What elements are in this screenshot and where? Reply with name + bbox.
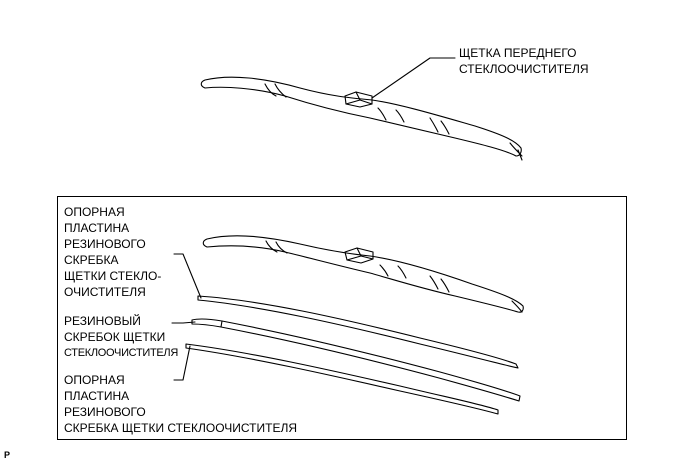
rubber-scraper-drawing bbox=[191, 318, 521, 402]
backing-plate-bottom-label: ОПОРНАЯ ПЛАСТИНА РЕЗИНОВОГО СКРЕБКА ЩЕТК… bbox=[64, 373, 297, 435]
rubber-leader-line bbox=[171, 321, 196, 324]
front-blade-label: ЩЕТКА ПЕРЕДНЕГО СТЕКЛООЧИСТИТЕЛЯ bbox=[459, 46, 589, 76]
rubber-scraper-label: РЕЗИНОВЫЙ СКРЕБОК ЩЕТКИ СТЕКЛООЧИСТИТЕЛЯ bbox=[64, 314, 178, 359]
backing-plate-bottom-leader-line bbox=[173, 345, 191, 381]
backing-plate-bottom-drawing bbox=[185, 343, 499, 415]
backing-plate-top-label: ОПОРНАЯ ПЛАСТИНА РЕЗИНОВОГО СКРЕБКА ЩЕТК… bbox=[64, 205, 162, 299]
figure-code: P bbox=[4, 450, 11, 460]
wiper-blade-drawing bbox=[202, 235, 524, 313]
front-blade-leader-line bbox=[371, 57, 456, 99]
exploded-view-frame bbox=[57, 196, 627, 440]
backing-plate-top-leader-line bbox=[173, 253, 202, 299]
backing-plate-top-drawing bbox=[197, 295, 519, 369]
front-wiper-blade-drawing bbox=[200, 76, 523, 161]
